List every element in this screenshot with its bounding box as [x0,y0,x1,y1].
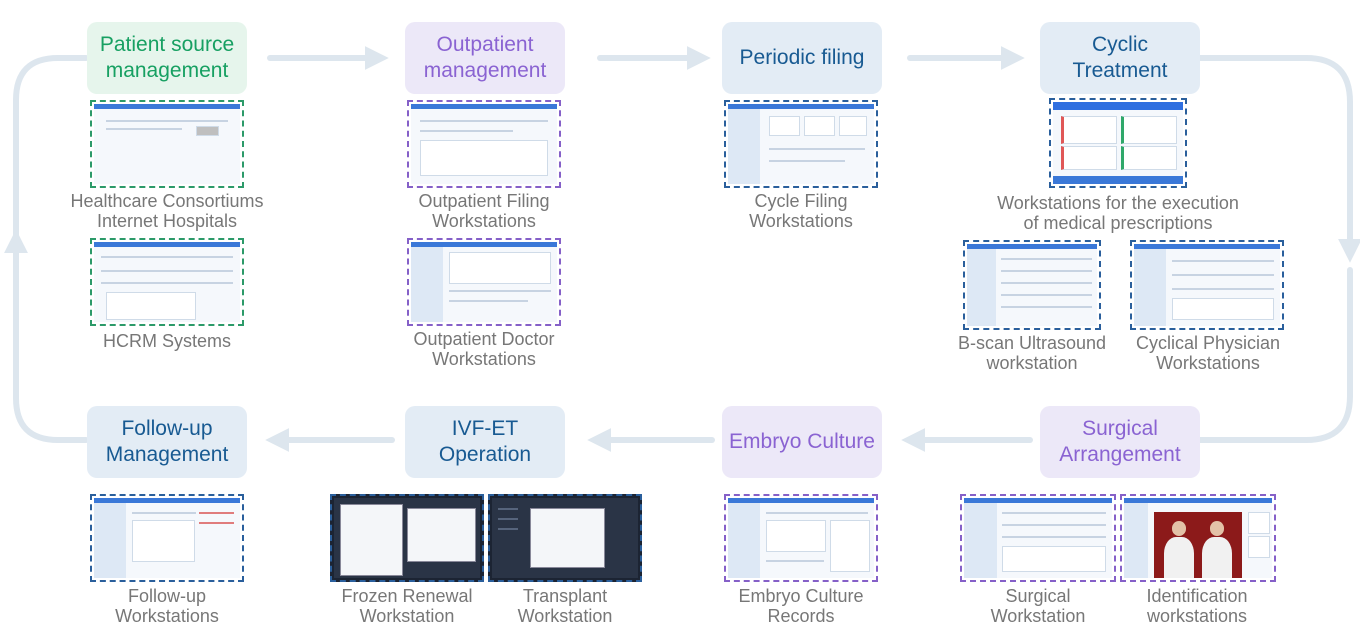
screenshot-hcrm [90,238,244,326]
screenshot-cyclical-physician [1130,240,1284,330]
stage-label: Outpatient management [423,33,547,82]
stage-label: IVF-ET Operation [438,417,532,466]
caption-hcrm: HCRM Systems [102,331,231,351]
caption-transplant: Transplant Workstation [517,586,613,626]
caption-follow-up-workstations: Follow-up Workstations [115,586,219,626]
screenshot-bscan-ultrasound [963,240,1101,330]
stage-periodic-filing: Periodic filing [722,22,882,94]
screenshot-follow-up [90,494,244,582]
caption-consortiums: Healthcare Consortiums Internet Hospital… [70,191,264,231]
screenshot-embryo-culture [724,494,878,582]
caption-embryo-records: Embryo Culture Records [738,586,864,626]
stage-label: Patient source management [99,33,235,82]
screenshot-cycle-filing [724,100,878,188]
caption-frozen-renewal: Frozen Renewal Workstation [341,586,473,626]
caption-bscan: B-scan Ultrasound workstation [957,333,1107,373]
caption-cyclical-physician: Cyclical Physician Workstations [1135,333,1281,373]
screenshot-frozen-renewal [330,494,484,582]
stage-label: Cyclic Treatment [1072,33,1168,82]
screenshot-outpatient-filing [407,100,561,188]
screenshot-prescription-execution [1049,98,1187,188]
screenshot-outpatient-doctor [407,238,561,326]
caption-outpatient-filing: Outpatient Filing Workstations [418,191,550,231]
screenshot-transplant [488,494,642,582]
stage-label: Follow-up Management [105,417,229,466]
screenshot-consortiums [90,100,244,188]
stage-label: Periodic filing [739,46,865,69]
stage-cyclic-treatment: Cyclic Treatment [1040,22,1200,94]
stage-outpatient-management: Outpatient management [405,22,565,94]
arrow-followup-to-patient [4,229,89,443]
stage-embryo-culture: Embryo Culture [722,406,882,478]
caption-surgical: Surgical Workstation [990,586,1086,626]
caption-identification: Identification workstations [1146,586,1248,626]
stage-follow-up-management: Follow-up Management [87,406,247,478]
arrow-cyclic-to-surgical [1197,55,1360,263]
screenshot-surgical [960,494,1116,582]
arrow-patient-loop-start [13,55,89,253]
stage-surgical-arrangement: Surgical Arrangement [1040,406,1200,478]
caption-cycle-filing: Cycle Filing Workstations [749,191,853,231]
stage-ivf-et-operation: IVF-ET Operation [405,406,565,478]
caption-outpatient-doctor: Outpatient Doctor Workstations [413,329,555,369]
stage-label: Surgical Arrangement [1059,417,1181,466]
arrow-surgical-loop-return [1197,267,1353,443]
stage-label: Embryo Culture [729,430,875,453]
identification-photo [1153,512,1243,578]
screenshot-identification [1120,494,1276,582]
stage-patient-source: Patient source management [87,22,247,94]
caption-prescription-execution: Workstations for the execution of medica… [997,193,1239,233]
